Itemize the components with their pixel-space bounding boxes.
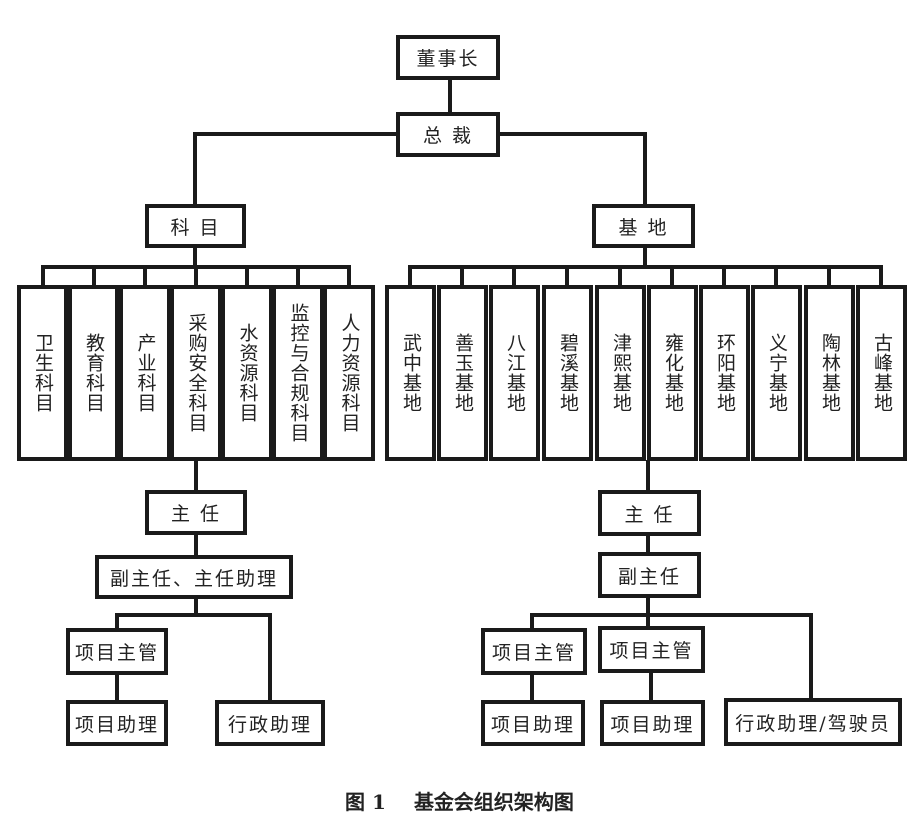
subject-item: 卫生科目: [17, 285, 68, 461]
figure-number: 图 1: [345, 790, 386, 814]
subject-item-label: 水资源科目: [236, 323, 259, 423]
subject-item-label: 人力资源科目: [338, 313, 361, 433]
subject-director-label: 主 任: [170, 503, 222, 525]
base-assistant-label: 项目助理: [610, 713, 695, 736]
subject-item-label: 教育科目: [83, 333, 105, 413]
president-label: 总 裁: [422, 125, 474, 147]
base-item-label: 义宁基地: [766, 333, 788, 413]
base-admin-box: 行政助理/驾驶员: [724, 698, 902, 746]
subject-admin-box: 行政助理: [215, 700, 325, 746]
president-box: 总 裁: [396, 112, 500, 157]
base-manager-box: 项目主管: [481, 628, 587, 675]
base-director-label: 主 任: [624, 503, 675, 526]
bases-label: 基 地: [618, 216, 669, 239]
base-item-label: 武中基地: [400, 333, 422, 413]
subject-director-box: 主 任: [145, 490, 247, 535]
subject-assistant-box: 项目助理: [66, 700, 168, 746]
base-item: 津熙基地: [595, 285, 646, 461]
base-item: 环阳基地: [699, 285, 750, 461]
base-item: 碧溪基地: [542, 285, 593, 461]
base-manager-label: 项目主管: [491, 642, 576, 664]
figure-caption: 图 1 基金会组织架构图: [0, 786, 919, 815]
subject-assistant-label: 项目助理: [74, 713, 159, 736]
base-item-label: 环阳基地: [714, 333, 736, 413]
subject-admin-label: 行政助理: [227, 713, 312, 736]
base-item: 武中基地: [385, 285, 436, 461]
base-deputy-label: 副主任: [617, 565, 681, 588]
base-item: 义宁基地: [751, 285, 802, 461]
base-assistant-box: 项目助理: [600, 700, 705, 746]
subject-item-label: 产业科目: [134, 333, 157, 413]
base-item-label: 八江基地: [504, 333, 526, 413]
base-item-label: 陶林基地: [819, 333, 841, 413]
subject-deputy-label: 副主任、主任助理: [109, 567, 278, 590]
subject-item: 教育科目: [68, 285, 119, 461]
subjects-label: 科 目: [170, 216, 221, 239]
base-item-label: 古峰基地: [871, 333, 893, 413]
subject-item: 人力资源科目: [323, 285, 375, 461]
subject-item: 水资源科目: [221, 285, 273, 461]
subject-item-label: 采购安全科目: [185, 313, 208, 433]
subject-item: 监控与合规科目: [272, 285, 324, 461]
base-manager-box: 项目主管: [598, 626, 705, 673]
chairman-box: 董事长: [396, 35, 500, 80]
base-deputy-box: 副主任: [598, 552, 701, 598]
base-item: 善玉基地: [437, 285, 488, 461]
subject-item-label: 监控与合规科目: [287, 303, 310, 443]
base-item-label: 善玉基地: [452, 333, 474, 413]
base-item-label: 碧溪基地: [557, 333, 579, 413]
base-admin-label: 行政助理/驾驶员: [735, 712, 891, 735]
base-manager-label: 项目主管: [609, 640, 694, 662]
subject-item: 产业科目: [119, 285, 171, 461]
subjects-box: 科 目: [145, 204, 246, 248]
base-item: 陶林基地: [804, 285, 855, 461]
subject-manager-box: 项目主管: [66, 628, 168, 675]
base-assistant-box: 项目助理: [481, 700, 585, 746]
base-item: 古峰基地: [856, 285, 907, 461]
subject-item: 采购安全科目: [170, 285, 222, 461]
chairman-label: 董事长: [416, 48, 480, 70]
base-item: 八江基地: [489, 285, 540, 461]
subject-deputy-box: 副主任、主任助理: [95, 555, 293, 599]
figure-title: 基金会组织架构图: [413, 790, 574, 814]
subject-item-label: 卫生科目: [32, 333, 54, 413]
base-item-label: 雍化基地: [662, 333, 684, 413]
bases-box: 基 地: [592, 204, 695, 248]
base-item-label: 津熙基地: [610, 333, 632, 413]
base-item: 雍化基地: [647, 285, 698, 461]
base-assistant-label: 项目助理: [490, 713, 575, 736]
base-director-box: 主 任: [598, 490, 701, 536]
subject-manager-label: 项目主管: [74, 642, 159, 664]
